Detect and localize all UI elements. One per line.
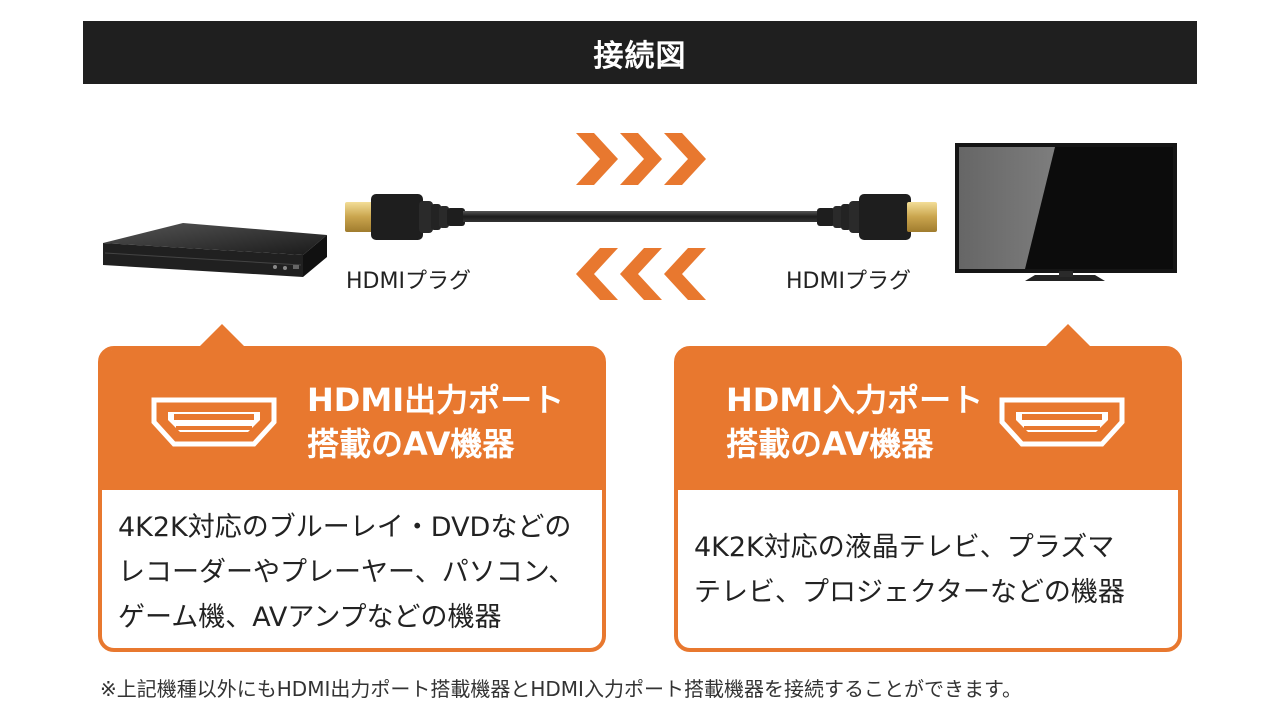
input-panel-title-line1: HDMI入力ポート [726, 378, 983, 422]
page-title: 接続図 [594, 31, 687, 75]
input-panel-desc-line2: テレビ、プロジェクターなどの機器 [694, 570, 1125, 615]
footnote: ※上記機種以外にもHDMI出力ポート搭載機器とHDMI入力ポート搭載機器を接続す… [100, 673, 1022, 702]
hdmi-port-icon [998, 396, 1126, 448]
output-panel-title-line2: 搭載のAV機器 [307, 422, 514, 466]
chevrons-right-icon [576, 133, 708, 185]
output-panel-desc-line3: ゲーム機、AVアンプなどの機器 [118, 595, 502, 640]
chevrons-left-icon [576, 248, 708, 300]
output-device-panel: HDMI出力ポート 搭載のAV機器 4K2K対応のブルーレイ・DVDなどの レコ… [98, 346, 606, 652]
output-panel-desc-line1: 4K2K対応のブルーレイ・DVDなどの [118, 505, 571, 550]
hdmi-port-icon [150, 396, 278, 448]
title-bar: 接続図 [83, 21, 1197, 84]
input-panel-header: HDMI入力ポート 搭載のAV機器 [678, 350, 1178, 490]
input-panel-desc-line1: 4K2K対応の液晶テレビ、プラズマ [694, 525, 1114, 570]
blu-ray-player-icon [95, 215, 335, 285]
right-plug-label: HDMIプラグ [786, 263, 911, 295]
input-panel-pointer [1040, 324, 1096, 352]
left-plug-label: HDMIプラグ [346, 263, 471, 295]
output-panel-desc-line2: レコーダーやプレーヤー、パソコン、 [118, 550, 575, 595]
output-panel-title-line1: HDMI出力ポート [307, 378, 564, 422]
input-device-panel: HDMI入力ポート 搭載のAV機器 4K2K対応の液晶テレビ、プラズマ テレビ、… [674, 346, 1182, 652]
output-panel-header: HDMI出力ポート 搭載のAV機器 [102, 350, 602, 490]
output-panel-pointer [194, 324, 250, 352]
input-panel-title-line2: 搭載のAV機器 [726, 422, 933, 466]
hdmi-cable-icon [345, 190, 937, 246]
television-icon [955, 143, 1180, 283]
